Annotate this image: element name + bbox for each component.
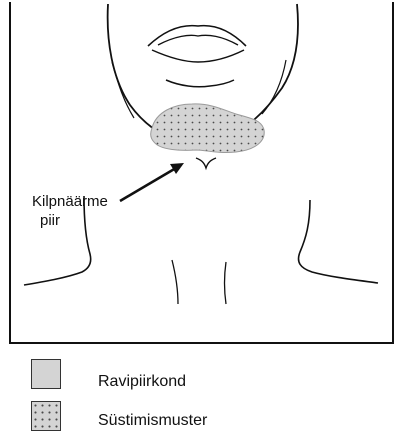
legend-swatch-solid [31, 359, 61, 389]
annotation-arrow-line [120, 168, 176, 201]
neck-right [299, 200, 379, 283]
legend-label-injection-pattern: Süstimismuster [98, 411, 207, 431]
upper-lip-inner [158, 35, 238, 45]
suprasternal-notch [196, 158, 216, 168]
muscle-line-left [172, 260, 178, 304]
lower-lip [152, 50, 244, 62]
legend-swatch-dotted [31, 401, 61, 431]
muscle-line-right [225, 262, 227, 304]
annotation-label-line2: piir [40, 212, 60, 230]
annotation-arrowhead [170, 163, 184, 174]
thyroid-region [151, 104, 265, 153]
annotation-label-line1: Kilpnäärme [32, 193, 108, 211]
legend-label-feeding-area: Ravipiirkond [98, 372, 186, 392]
diagram-border [10, 2, 393, 343]
chin-crease [166, 80, 234, 87]
